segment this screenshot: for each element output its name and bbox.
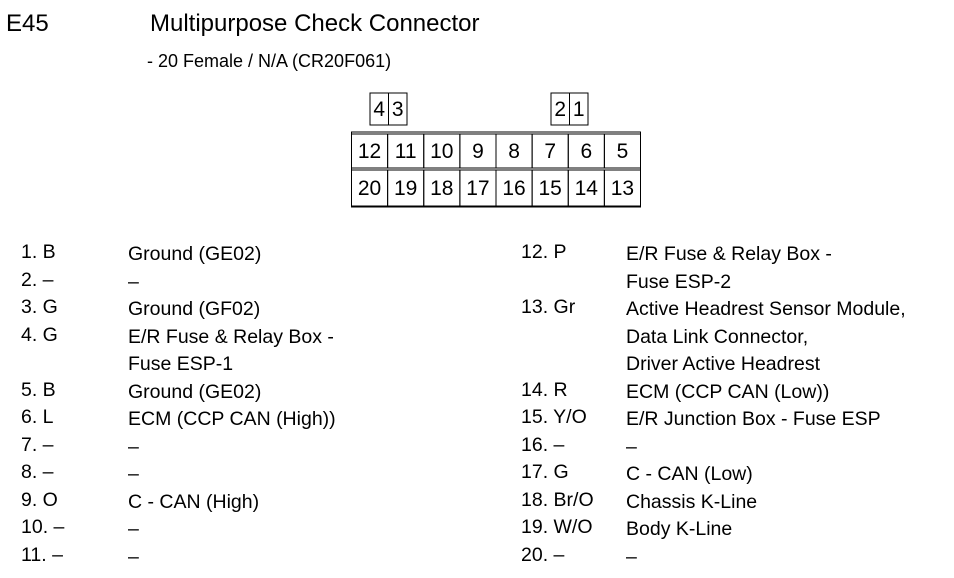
pin-description-line: Ground (GE02) <box>128 380 262 403</box>
pin-description-line: – <box>128 545 139 568</box>
pin-description-line: Data Link Connector, <box>626 325 809 348</box>
pin-description-line: E/R Fuse & Relay Box - <box>128 325 334 348</box>
pin-number: 11 <box>395 140 417 163</box>
pin-cavity <box>569 92 589 126</box>
pin-description-line: – <box>626 435 637 458</box>
pin-cavity <box>603 133 641 169</box>
pin-label: 5. B <box>21 378 56 401</box>
pin-number: 1 <box>573 98 585 121</box>
pin-number: 9 <box>472 140 484 163</box>
pin-description: – <box>626 434 637 462</box>
pin-description: – <box>128 544 139 572</box>
pin-number: 4 <box>373 98 385 121</box>
pin-cavity <box>388 92 408 126</box>
pin-description: – <box>128 269 139 297</box>
connector-code: E45 <box>6 10 49 37</box>
pin-description-line: – <box>128 518 139 540</box>
pin-description-line: Body K-Line <box>626 518 733 540</box>
pin-number: 18 <box>430 177 453 200</box>
pin-number: 12 <box>358 140 381 163</box>
pin-label: 10. – <box>21 516 65 538</box>
pin-label: 12. P <box>521 241 567 263</box>
pin-number: 13 <box>611 177 634 200</box>
pin-description-line: Driver Active Headrest <box>626 353 820 375</box>
pin-description: E/R Junction Box - Fuse ESP <box>626 406 881 434</box>
pin-description: Chassis K-Line <box>626 489 757 517</box>
pin-description-line: Ground (GF02) <box>128 298 261 320</box>
pin-number: 8 <box>508 140 520 163</box>
pin-label: 13. Gr <box>521 296 576 318</box>
pin-label: 15. Y/O <box>521 406 587 428</box>
pin-description: C - CAN (High) <box>128 489 259 517</box>
pin-description: Ground (GF02) <box>128 296 260 324</box>
pin-description: ECM (CCP CAN (High)) <box>128 406 336 434</box>
pin-number: 10 <box>430 140 453 163</box>
pin-description: Body K-Line <box>626 516 732 544</box>
pin-description: – <box>128 461 139 489</box>
pin-description-line: E/R Fuse & Relay Box - <box>626 243 832 265</box>
pin-number: 3 <box>392 98 404 121</box>
pin-label: 7. – <box>21 433 54 456</box>
pin-number: 20 <box>358 177 381 200</box>
pin-description-line: Ground (GE02) <box>128 243 262 265</box>
pin-label: 4. G <box>21 323 58 346</box>
pin-description-line: – <box>128 435 139 458</box>
pin-label: 3. G <box>21 296 58 318</box>
connector-title: Multipurpose Check Connector <box>150 10 480 37</box>
pin-description-line: Fuse ESP-1 <box>128 353 234 375</box>
pin-label: 19. W/O <box>521 516 593 538</box>
pin-cavity <box>603 169 641 207</box>
pin-label: 20. – <box>521 543 565 566</box>
pin-number: 17 <box>466 177 489 200</box>
pin-number: 14 <box>575 177 599 200</box>
pin-description-line: Active Headrest Sensor Module, <box>626 298 906 320</box>
pin-label: 18. Br/O <box>521 488 594 511</box>
connector-subtitle: - 20 Female / N/A (CR20F061) <box>147 51 392 71</box>
pin-number: 7 <box>544 140 556 163</box>
pin-label: 14. R <box>521 378 568 401</box>
pin-label: 6. L <box>21 406 54 428</box>
pin-description: ECM (CCP CAN (Low)) <box>626 379 829 407</box>
pin-description-line: ECM (CCP CAN (High)) <box>128 408 336 430</box>
pin-description: – <box>128 516 139 544</box>
pin-number: 6 <box>580 140 592 163</box>
pin-number: 16 <box>502 177 525 200</box>
pin-description-line: – <box>626 545 637 568</box>
pin-description: E/R Fuse & Relay Box - Fuse ESP-1 <box>128 324 334 379</box>
pin-description: Ground (GE02) <box>128 379 261 407</box>
pin-description: C - CAN (Low) <box>626 461 753 489</box>
pin-description: E/R Fuse & Relay Box - Fuse ESP-2 <box>626 241 832 296</box>
pin-description-line: E/R Junction Box - Fuse ESP <box>626 408 881 430</box>
pin-description-line: ECM (CCP CAN (Low)) <box>626 380 830 403</box>
pin-label: 11. – <box>21 543 63 566</box>
pin-label: 17. G <box>521 461 569 483</box>
pin-number: 19 <box>394 177 417 200</box>
pin-description-line: – <box>128 463 139 485</box>
pin-number: 15 <box>539 177 562 200</box>
pin-description-line: – <box>128 270 139 293</box>
pin-description: – <box>626 544 637 572</box>
pin-description-line: Chassis K-Line <box>626 490 758 513</box>
pin-number: 2 <box>554 98 566 121</box>
pin-label: 1. B <box>21 241 56 263</box>
pin-description: Active Headrest Sensor Module, Data Link … <box>626 296 906 379</box>
pin-description-line: Fuse ESP-2 <box>626 270 732 293</box>
pin-label: 9. O <box>21 488 58 511</box>
pin-description: – <box>128 434 139 462</box>
pin-description-line: C - CAN (Low) <box>626 463 753 485</box>
pin-label: 8. – <box>21 461 54 483</box>
pin-number: 5 <box>617 140 629 163</box>
pin-label: 16. – <box>521 433 565 456</box>
pin-label: 2. – <box>21 268 54 291</box>
pin-description-line: C - CAN (High) <box>128 490 260 513</box>
pin-description: Ground (GE02) <box>128 241 261 269</box>
